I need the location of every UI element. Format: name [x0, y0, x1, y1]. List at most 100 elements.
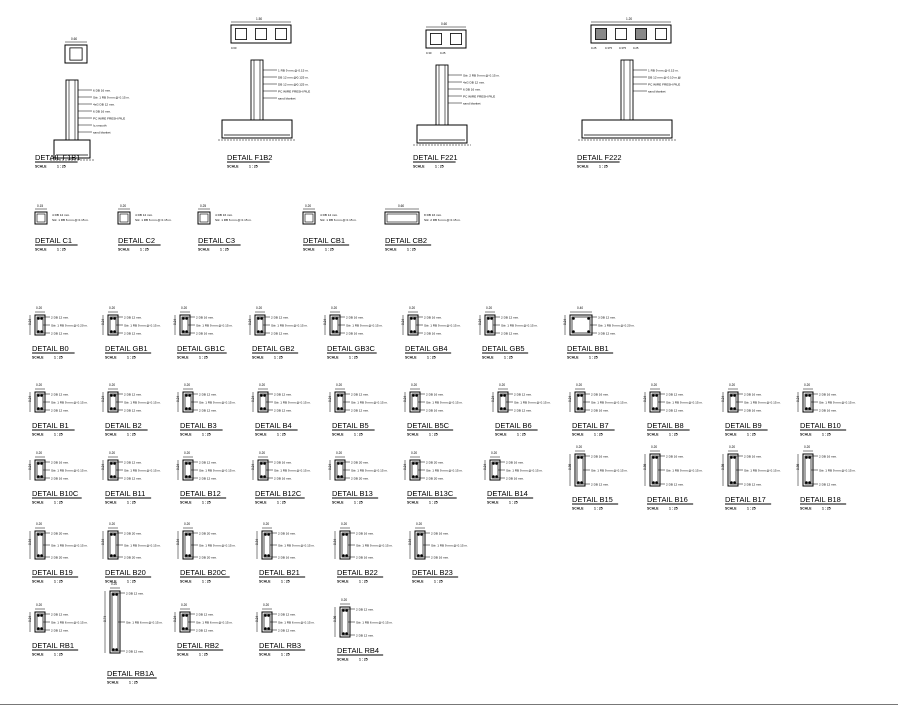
- dimension-label: 0.24: [28, 616, 32, 622]
- rebar-note: 2 DB 12 mm.: [124, 460, 142, 464]
- dimension-label: 0.24: [248, 319, 252, 325]
- rebar: [260, 317, 263, 320]
- beam-detail: 0.200.242 DB 12 mm.Stir. 1 RB 9 mm.@ 0.1…: [101, 306, 161, 360]
- dimension-label: 0.20: [729, 383, 735, 387]
- rebar: [805, 481, 808, 484]
- rebar: [335, 330, 338, 333]
- rebar: [340, 475, 343, 478]
- footing-note: sand blanket: [93, 130, 111, 134]
- beam-detail: 0.200.242 DB 12 mm.Stir. 1 RB 9 mm.@ 0.1…: [176, 383, 236, 437]
- beam-detail: 0.200.242 DB 12 mm.Stir. 1 RB 9 mm.@ 0.1…: [28, 383, 88, 437]
- scale-value: 1 : 25: [127, 580, 136, 584]
- scale-label: SCALE: [407, 433, 419, 437]
- pile-square: [450, 33, 462, 45]
- dimension-label: 0.20: [36, 306, 42, 310]
- rebar-note: Stir. 1 RB 9 mm.@ 0.15 m.: [744, 400, 781, 404]
- rebar: [263, 475, 266, 478]
- rebar-note: Stir. 1 RB 6 mm.@ 0.15 m.: [135, 218, 172, 222]
- scale-value: 1 : 25: [589, 356, 598, 360]
- rebar-note: 2 DB 12 mm.: [124, 392, 142, 396]
- dimension-label: 0.25: [440, 51, 446, 55]
- rebar: [342, 554, 345, 557]
- dimension-label: 0.24: [173, 319, 177, 325]
- rebar: [420, 533, 423, 536]
- dimension-label: 0.20: [111, 582, 117, 586]
- scale-label: SCALE: [725, 433, 737, 437]
- beam-detail: 0.200.242 DB 12 mm.Stir. 1 RB 6 mm.@ 0.1…: [173, 603, 233, 657]
- dimension-label: 0.20: [341, 598, 347, 602]
- rebar-note: Stir. 1 RB 9 mm.@ 0.15 m.: [124, 468, 161, 472]
- dimension-label: 0.25: [200, 204, 206, 208]
- rebar: [37, 394, 40, 397]
- rebar-note: Stir. 1 RB 9 mm.@ 0.15 m.: [196, 323, 233, 327]
- column-stub: [620, 59, 634, 121]
- dimension-label: 0.25: [633, 46, 639, 50]
- footing-note: PC WIRE FRESH PILE: [463, 94, 495, 98]
- rebar-note: Stir. 1 RB 6 mm.@ 0.15 m.: [320, 218, 357, 222]
- dimension-label: 0.20: [651, 383, 657, 387]
- rebar: [577, 481, 580, 484]
- footing-note: Stir. 2 RB 9 mm.@ 0.15 m.: [463, 73, 500, 77]
- rebar-note: Stir. 1 RB 9 mm.@ 0.15 m.: [351, 400, 388, 404]
- rebar: [188, 462, 191, 465]
- rebar: [500, 394, 503, 397]
- dimension-label: 0.20: [336, 451, 342, 455]
- scale-value: 1 : 25: [57, 165, 66, 169]
- rebar: [340, 462, 343, 465]
- detail-title: DETAIL B17: [725, 495, 766, 504]
- dimension-label: 0.20: [181, 603, 187, 607]
- footing-section: [53, 139, 91, 159]
- stirrup: [199, 213, 209, 223]
- beam-detail: 0.200.342 DB 16 mm.Stir. 1 RB 9 mm.@ 0.1…: [408, 522, 468, 584]
- scale-value: 1 : 25: [504, 356, 513, 360]
- rebar: [40, 614, 43, 617]
- rebar-note: Stir. 1 RB 9 mm.@ 0.15 m.: [199, 400, 236, 404]
- footing-section: [221, 119, 293, 139]
- dimension-label: 0.20: [109, 522, 115, 526]
- scale-value: 1 : 25: [54, 653, 63, 657]
- rebar-note: 2 DB 12 mm.: [196, 612, 214, 616]
- rebar: [492, 462, 495, 465]
- rebar-note: 2 DB 12 mm.: [356, 607, 374, 611]
- scale-value: 1 : 25: [281, 580, 290, 584]
- detail-title: DETAIL B20: [105, 568, 146, 577]
- scale-value: 1 : 25: [54, 501, 63, 505]
- scale-label: SCALE: [180, 580, 192, 584]
- column-section: [34, 211, 48, 225]
- scale-value: 1 : 25: [127, 356, 136, 360]
- rebar: [188, 394, 191, 397]
- scale-value: 1 : 25: [822, 507, 831, 511]
- rebar-note: 2 DB 12 mm.: [51, 392, 69, 396]
- rebar: [730, 407, 733, 410]
- footing-note: DB 12 mm.@ 0.10 m.@: [648, 75, 681, 79]
- rebar-note: 2 DB 12 mm.: [126, 649, 144, 653]
- rebar-note: Stir. 1 RB 9 mm.@ 0.15 m.: [51, 468, 88, 472]
- rebar-note: Stir. 1 RB 9 mm.@ 0.15 m.: [351, 468, 388, 472]
- footing-note: sand blanket: [648, 89, 666, 93]
- rebar: [188, 554, 191, 557]
- dimension-label: 0.15: [37, 204, 43, 208]
- rebar: [410, 330, 413, 333]
- rebar: [185, 475, 188, 478]
- rebar-note: 2 DB 12 mm.: [124, 408, 142, 412]
- rebar: [40, 394, 43, 397]
- scale-label: SCALE: [107, 681, 119, 685]
- detail-title: DETAIL F1B2: [227, 153, 272, 162]
- rebar: [500, 407, 503, 410]
- beam-detail: 0.200.382 DB 16 mm.Stir. 1 RB 9 mm.@ 0.1…: [796, 445, 856, 511]
- beam-detail: 0.200.342 DB 20 mm.Stir. 1 RB 9 mm.@ 0.1…: [176, 522, 236, 584]
- dimension-label: 0.24: [176, 396, 180, 402]
- scale-label: SCALE: [177, 356, 189, 360]
- rebar: [808, 481, 811, 484]
- rebar: [264, 533, 267, 536]
- dimension-label: 0.24: [101, 396, 105, 402]
- rebar-note: 2 DB 16 mm.: [819, 408, 837, 412]
- rebar-note: Stir. 1 RB 9 mm.@ 0.15 m.: [744, 468, 781, 472]
- dimension-label: 0.20: [36, 451, 42, 455]
- rebar: [40, 462, 43, 465]
- footing-note: PC WIRE FRESH PILE: [648, 82, 680, 86]
- scale-value: 1 : 25: [354, 433, 363, 437]
- dimension-label: 0.24: [403, 464, 407, 470]
- dimension-label: 0.38: [796, 464, 800, 470]
- beam-detail: 0.200.242 DB 12 mm.Stir. 1 RB 6 mm.@ 0.1…: [255, 603, 315, 657]
